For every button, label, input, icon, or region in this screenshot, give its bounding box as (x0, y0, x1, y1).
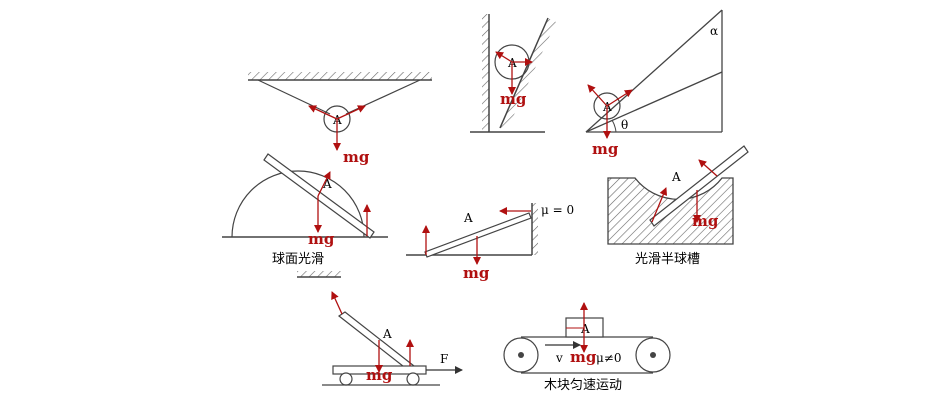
label-point-a: A (322, 177, 332, 191)
groove-normal-arrow (651, 187, 668, 223)
hemisphere-normal-arrow (317, 171, 331, 197)
rod (263, 153, 375, 239)
upper-plane (585, 9, 723, 133)
panel-rod-against-wall: A μ = 0 mg (406, 203, 574, 282)
hemisphere (231, 170, 365, 238)
label-alpha: α (710, 24, 718, 38)
rod (424, 212, 532, 258)
wall-hatch (532, 203, 538, 255)
rod (337, 311, 416, 371)
panel-block-on-conveyor: A v mg μ≠0 木块匀速运动 (503, 302, 671, 393)
label-point-a: A (382, 327, 392, 341)
panel-ball-on-angled-planes: α θ A mg (585, 9, 723, 158)
label-weight: mg (692, 212, 719, 230)
rim-normal-arrow (698, 159, 718, 177)
panel-ball-in-wedge: A mg (470, 14, 556, 133)
caption-smooth-hemisphere-groove: 光滑半球槽 (635, 252, 700, 267)
panel-hanging-ball: A mg (248, 72, 432, 166)
right-rope (345, 79, 421, 115)
label-weight: mg (308, 230, 335, 248)
label-mu-nonzero: μ≠0 (596, 351, 622, 365)
normal-upper-arrow (587, 84, 608, 107)
label-velocity: v (555, 351, 563, 365)
label-weight: mg (500, 90, 527, 108)
theta-arc (611, 119, 617, 133)
left-rope (257, 79, 331, 115)
normal-lower-arrow (606, 89, 633, 107)
roller-left-axle (518, 352, 524, 358)
caption-smooth-sphere: 球面光滑 (272, 252, 324, 267)
roller-right-axle (650, 352, 656, 358)
label-force-f: F (440, 352, 448, 366)
incline-plane (499, 17, 549, 129)
panel-rod-on-cart: F A mg (297, 271, 463, 386)
tension-arrow (331, 291, 343, 315)
ceiling-hatch (297, 271, 341, 277)
caption-block-uniform-motion: 木块匀速运动 (544, 378, 622, 393)
label-mu-zero: μ = 0 (541, 203, 574, 217)
label-weight: mg (592, 140, 619, 158)
label-point-a: A (463, 211, 473, 225)
label-theta: θ (621, 118, 628, 132)
wall-hatch (482, 14, 489, 132)
label-weight: mg (366, 366, 393, 384)
ceiling-hatch (248, 72, 432, 80)
lower-plane (585, 71, 723, 133)
label-point-a: A (671, 170, 681, 184)
incline-normal-arrow (495, 51, 513, 63)
label-weight: mg (463, 264, 490, 282)
label-weight: mg (570, 348, 597, 366)
rod (649, 145, 749, 227)
label-point-a: A (580, 322, 590, 336)
label-weight: mg (343, 148, 370, 166)
tension-right-arrow (336, 105, 366, 120)
cart-wheel-left (339, 372, 353, 386)
incline-hatch (500, 18, 556, 128)
cart-wheel-right (406, 372, 420, 386)
panel-rod-on-hemisphere: A mg 球面光滑 (222, 153, 388, 267)
panel-rod-in-groove: A mg 光滑半球槽 (607, 145, 749, 267)
tension-left-arrow (308, 105, 338, 120)
